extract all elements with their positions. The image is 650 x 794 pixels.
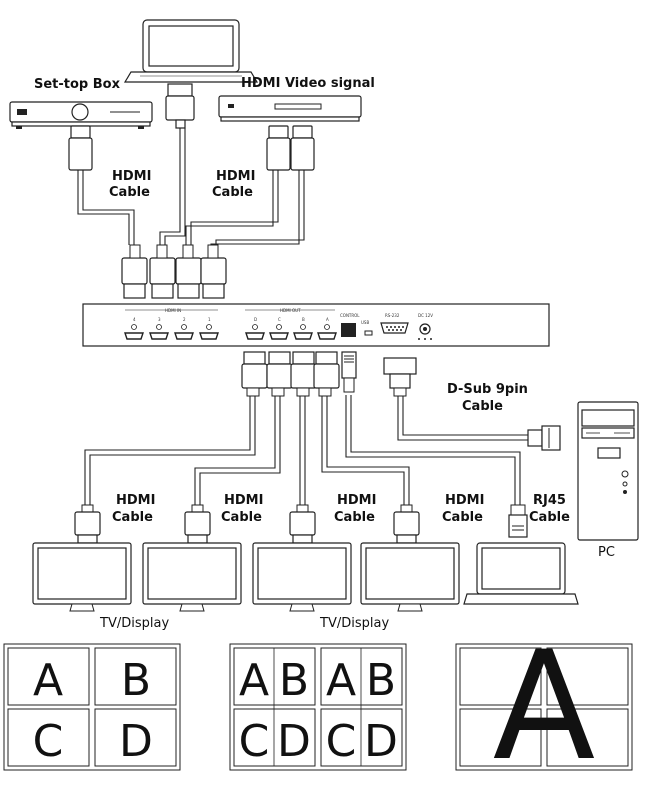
hdmi-cable-label-4a: HDMI: [224, 493, 263, 508]
quad-cell-b: B: [121, 655, 151, 706]
rj45-cable-label-a: RJ45: [533, 493, 566, 508]
display-group-label-left: TV/Display: [99, 616, 169, 631]
hdmi-cable-label-2b: Cable: [212, 185, 253, 200]
dc-power-port-icon: [418, 323, 432, 340]
hdmi-cable-label-3b: Cable: [112, 510, 153, 525]
in-port-label: 3: [158, 317, 161, 322]
hdmi-cable-label-1a: HDMI: [112, 169, 151, 184]
media-player-icon: [218, 95, 362, 122]
split-layout-diagram: A B A B C D C D: [229, 643, 407, 771]
dc-label: DC 12V: [418, 313, 433, 318]
split-cell: C: [239, 716, 270, 767]
rj45-plug-icon: [341, 351, 357, 393]
quad-cell-d: D: [119, 716, 153, 767]
display-group-label-right: TV/Display: [319, 616, 389, 631]
rj45-cable-label-b: Cable: [529, 510, 570, 525]
tv-display-icon: [32, 542, 132, 612]
in-port-label: 4: [133, 317, 136, 322]
output-cables: [84, 395, 528, 505]
split-cell: A: [326, 655, 356, 706]
hdmi-cable-label-4b: Cable: [221, 510, 262, 525]
hdmi-out-label: HDMI OUT: [280, 308, 301, 313]
hdmi-plug-icon: [289, 504, 316, 544]
wall-layout-diagram: A: [455, 620, 633, 794]
split-cell: C: [326, 716, 357, 767]
dsub-cable-label-b: Cable: [462, 399, 503, 414]
split-cell: D: [364, 716, 398, 767]
input-cables: [77, 128, 305, 245]
hdmi-plug-icon: [200, 257, 227, 299]
rs232-label: RS-232: [385, 313, 400, 318]
laptop-icon: [463, 542, 579, 605]
hdmi-in-ports: [124, 324, 219, 340]
out-port-label: B: [302, 317, 305, 322]
pc-tower-icon: [577, 401, 639, 541]
in-port-label: 2: [183, 317, 186, 322]
quad-cell-a: A: [33, 655, 63, 706]
hdmi-plug-icon: [313, 351, 340, 397]
hdmi-plug-icon: [175, 257, 202, 299]
hdmi-cable-label-2a: HDMI: [216, 169, 255, 184]
wall-cell-a: A: [493, 620, 596, 794]
hdmi-plug-icon: [121, 257, 148, 299]
hdmi-plug-icon: [74, 504, 101, 544]
laptop-source-icon: [123, 19, 259, 83]
matrix-switch-panel: HDMI IN HDMI OUT CONTROL USB RS-232 DC 1…: [82, 303, 550, 347]
usb-port-icon: [364, 330, 373, 336]
hdmi-plug-icon: [68, 125, 93, 171]
hdmi-cable-label-6a: HDMI: [445, 493, 484, 508]
rs232-port-icon: [380, 322, 409, 334]
settop-box-icon: [9, 101, 153, 129]
dsub-plug-icon: [383, 357, 417, 397]
split-cell: D: [277, 716, 311, 767]
quad-cell-c: C: [33, 716, 64, 767]
hdmi-plug-icon: [165, 83, 195, 129]
rj45-port-icon: [341, 323, 356, 337]
split-cell: B: [366, 655, 396, 706]
hdmi-plug-icon: [184, 504, 211, 544]
tv-display-icon: [252, 542, 352, 612]
settop-box-label: Set-top Box: [34, 77, 121, 92]
tv-display-icon: [142, 542, 242, 612]
hdmi-source-label: HDMI Video signal: [241, 76, 375, 91]
dsub-cable-label-a: D-Sub 9pin: [447, 382, 528, 397]
usb-label: USB: [361, 320, 369, 325]
hdmi-plug-icon: [241, 351, 268, 397]
in-port-label: 1: [208, 317, 211, 322]
hdmi-in-label: HDMI IN: [165, 308, 181, 313]
hdmi-cable-label-3a: HDMI: [116, 493, 155, 508]
hdmi-plug-icon: [149, 257, 176, 299]
split-cell: B: [279, 655, 309, 706]
hdmi-plug-icon: [393, 504, 420, 544]
hdmi-cable-label-1b: Cable: [109, 185, 150, 200]
control-label: CONTROL: [340, 313, 360, 318]
hdmi-plug-icon: [266, 351, 293, 397]
hdmi-plug-icon: [290, 351, 317, 397]
tv-display-icon: [360, 542, 460, 612]
hdmi-plug-icon: [290, 125, 315, 171]
split-cell: A: [239, 655, 269, 706]
pc-label: PC: [598, 545, 615, 560]
hdmi-plug-icon: [266, 125, 291, 171]
out-port-label: C: [278, 317, 281, 322]
dsub-connector-icon: [527, 425, 561, 451]
out-port-label: A: [326, 317, 329, 322]
hdmi-cable-label-6b: Cable: [442, 510, 483, 525]
rj45-plug-icon: [508, 504, 528, 538]
hdmi-cable-label-5a: HDMI: [337, 493, 376, 508]
hdmi-cable-label-5b: Cable: [334, 510, 375, 525]
out-port-label: D: [254, 317, 257, 322]
hdmi-out-ports: [245, 324, 337, 340]
quad-layout-diagram: A B C D: [3, 643, 181, 771]
